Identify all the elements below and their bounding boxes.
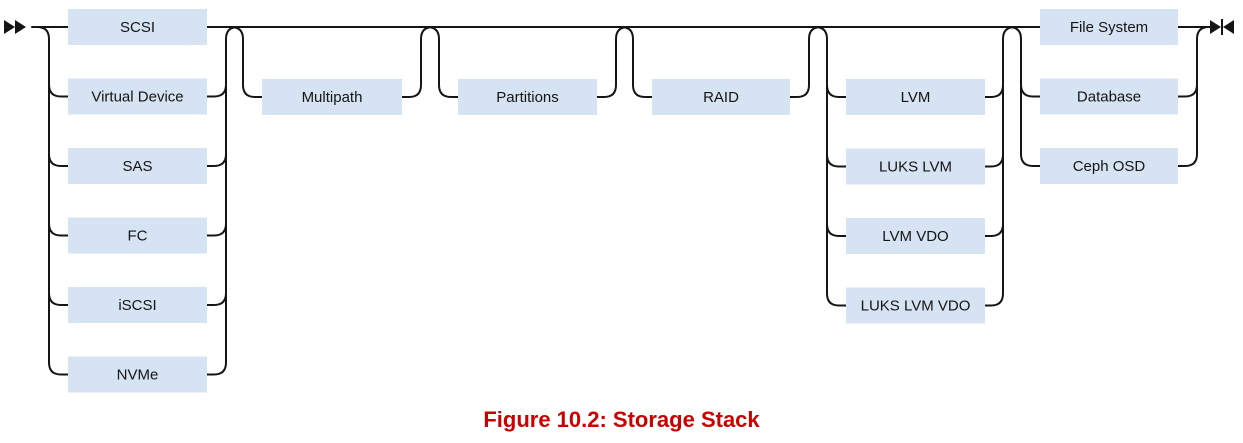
node-scsi: SCSI [68,9,207,45]
branch-rail-right [789,26,822,98]
node-luks-lvm-vdo: LUKS LVM VDO [846,287,985,324]
node-label: LUKS LVM VDO [861,297,971,314]
node-box [1040,9,1178,45]
node-box [68,356,207,393]
node-box [262,79,402,115]
group-multipath: Multipath [230,26,434,115]
branch-stub-left [826,153,847,168]
branch-rail-left [426,26,459,98]
node-file-system: File System [1040,9,1178,45]
node-label: LUKS LVM [879,158,952,175]
branch-stub-left [48,83,69,98]
node-box [846,148,985,185]
branch-rail-left [620,26,653,98]
branch-stub-right [206,153,227,167]
group-partitions: Partitions [426,26,629,115]
branch-rail-right [596,26,629,98]
end-marker [1210,20,1234,34]
node-label: Partitions [496,89,559,106]
node-box [846,287,985,324]
node-multipath: Multipath [262,79,402,115]
branch-stub-left [48,222,69,237]
node-ceph-osd: Ceph OSD [1040,148,1178,184]
node-fc: FC [68,217,207,254]
figure-caption: Figure 10.2: Storage Stack [483,407,760,432]
node-iscsi: iSCSI [68,287,207,323]
node-label: File System [1070,19,1148,36]
branch-rail-left [230,26,263,98]
branch-stub-left [826,223,847,237]
node-label: Ceph OSD [1073,158,1146,175]
branch-stub-right [206,83,227,98]
node-box [68,287,207,323]
node-sas: SAS [68,148,207,184]
node-label: Multipath [302,89,363,106]
node-label: SAS [122,158,152,175]
node-luks-lvm: LUKS LVM [846,148,985,185]
branch-stub-right [206,222,227,237]
node-box [1040,148,1178,184]
branch-rail-left [36,26,69,376]
node-box [68,9,207,45]
branch-rail-right [206,26,239,376]
branch-rail-left [1008,26,1041,167]
branch-stub-left [48,153,69,167]
branch-rail-right [1177,26,1210,167]
node-label: NVMe [117,366,159,383]
start-marker [4,20,26,34]
branch-stub-right [984,153,1004,168]
node-label: FC [128,227,148,244]
node-box [846,218,985,254]
node-raid: RAID [652,79,790,115]
branch-stub-left [826,84,847,98]
node-box [846,79,985,115]
node-label: SCSI [120,19,155,36]
node-database: Database [1040,78,1178,115]
node-lvm-vdo: LVM VDO [846,218,985,254]
node-box [458,79,597,115]
node-box [68,217,207,254]
branch-stub-right [984,84,1004,98]
node-label: RAID [703,89,739,106]
node-box [68,148,207,184]
node-virtual-device: Virtual Device [68,78,207,115]
branch-stub-right [984,223,1004,237]
branch-stub-right [1177,83,1198,98]
branch-rail-left [814,26,847,307]
node-label: LVM VDO [882,228,948,245]
node-label: LVM [901,89,931,106]
branch-rail-right [984,26,1016,307]
node-label: Database [1077,88,1141,105]
group-raid: RAID [620,26,822,115]
branch-stub-right [206,292,227,306]
node-partitions: Partitions [458,79,597,115]
node-box [1040,78,1178,115]
group-volume-management: LVM LUKS LVM LVM VDO LUKS LVM VDO [814,26,1016,324]
node-nvme: NVMe [68,356,207,393]
node-box [68,78,207,115]
node-box [652,79,790,115]
branch-stub-left [48,292,69,306]
node-lvm: LVM [846,79,985,115]
branch-stub-left [1020,83,1041,98]
branch-rail-right [401,26,434,98]
node-label: Virtual Device [91,88,183,105]
node-label: iSCSI [118,297,156,314]
